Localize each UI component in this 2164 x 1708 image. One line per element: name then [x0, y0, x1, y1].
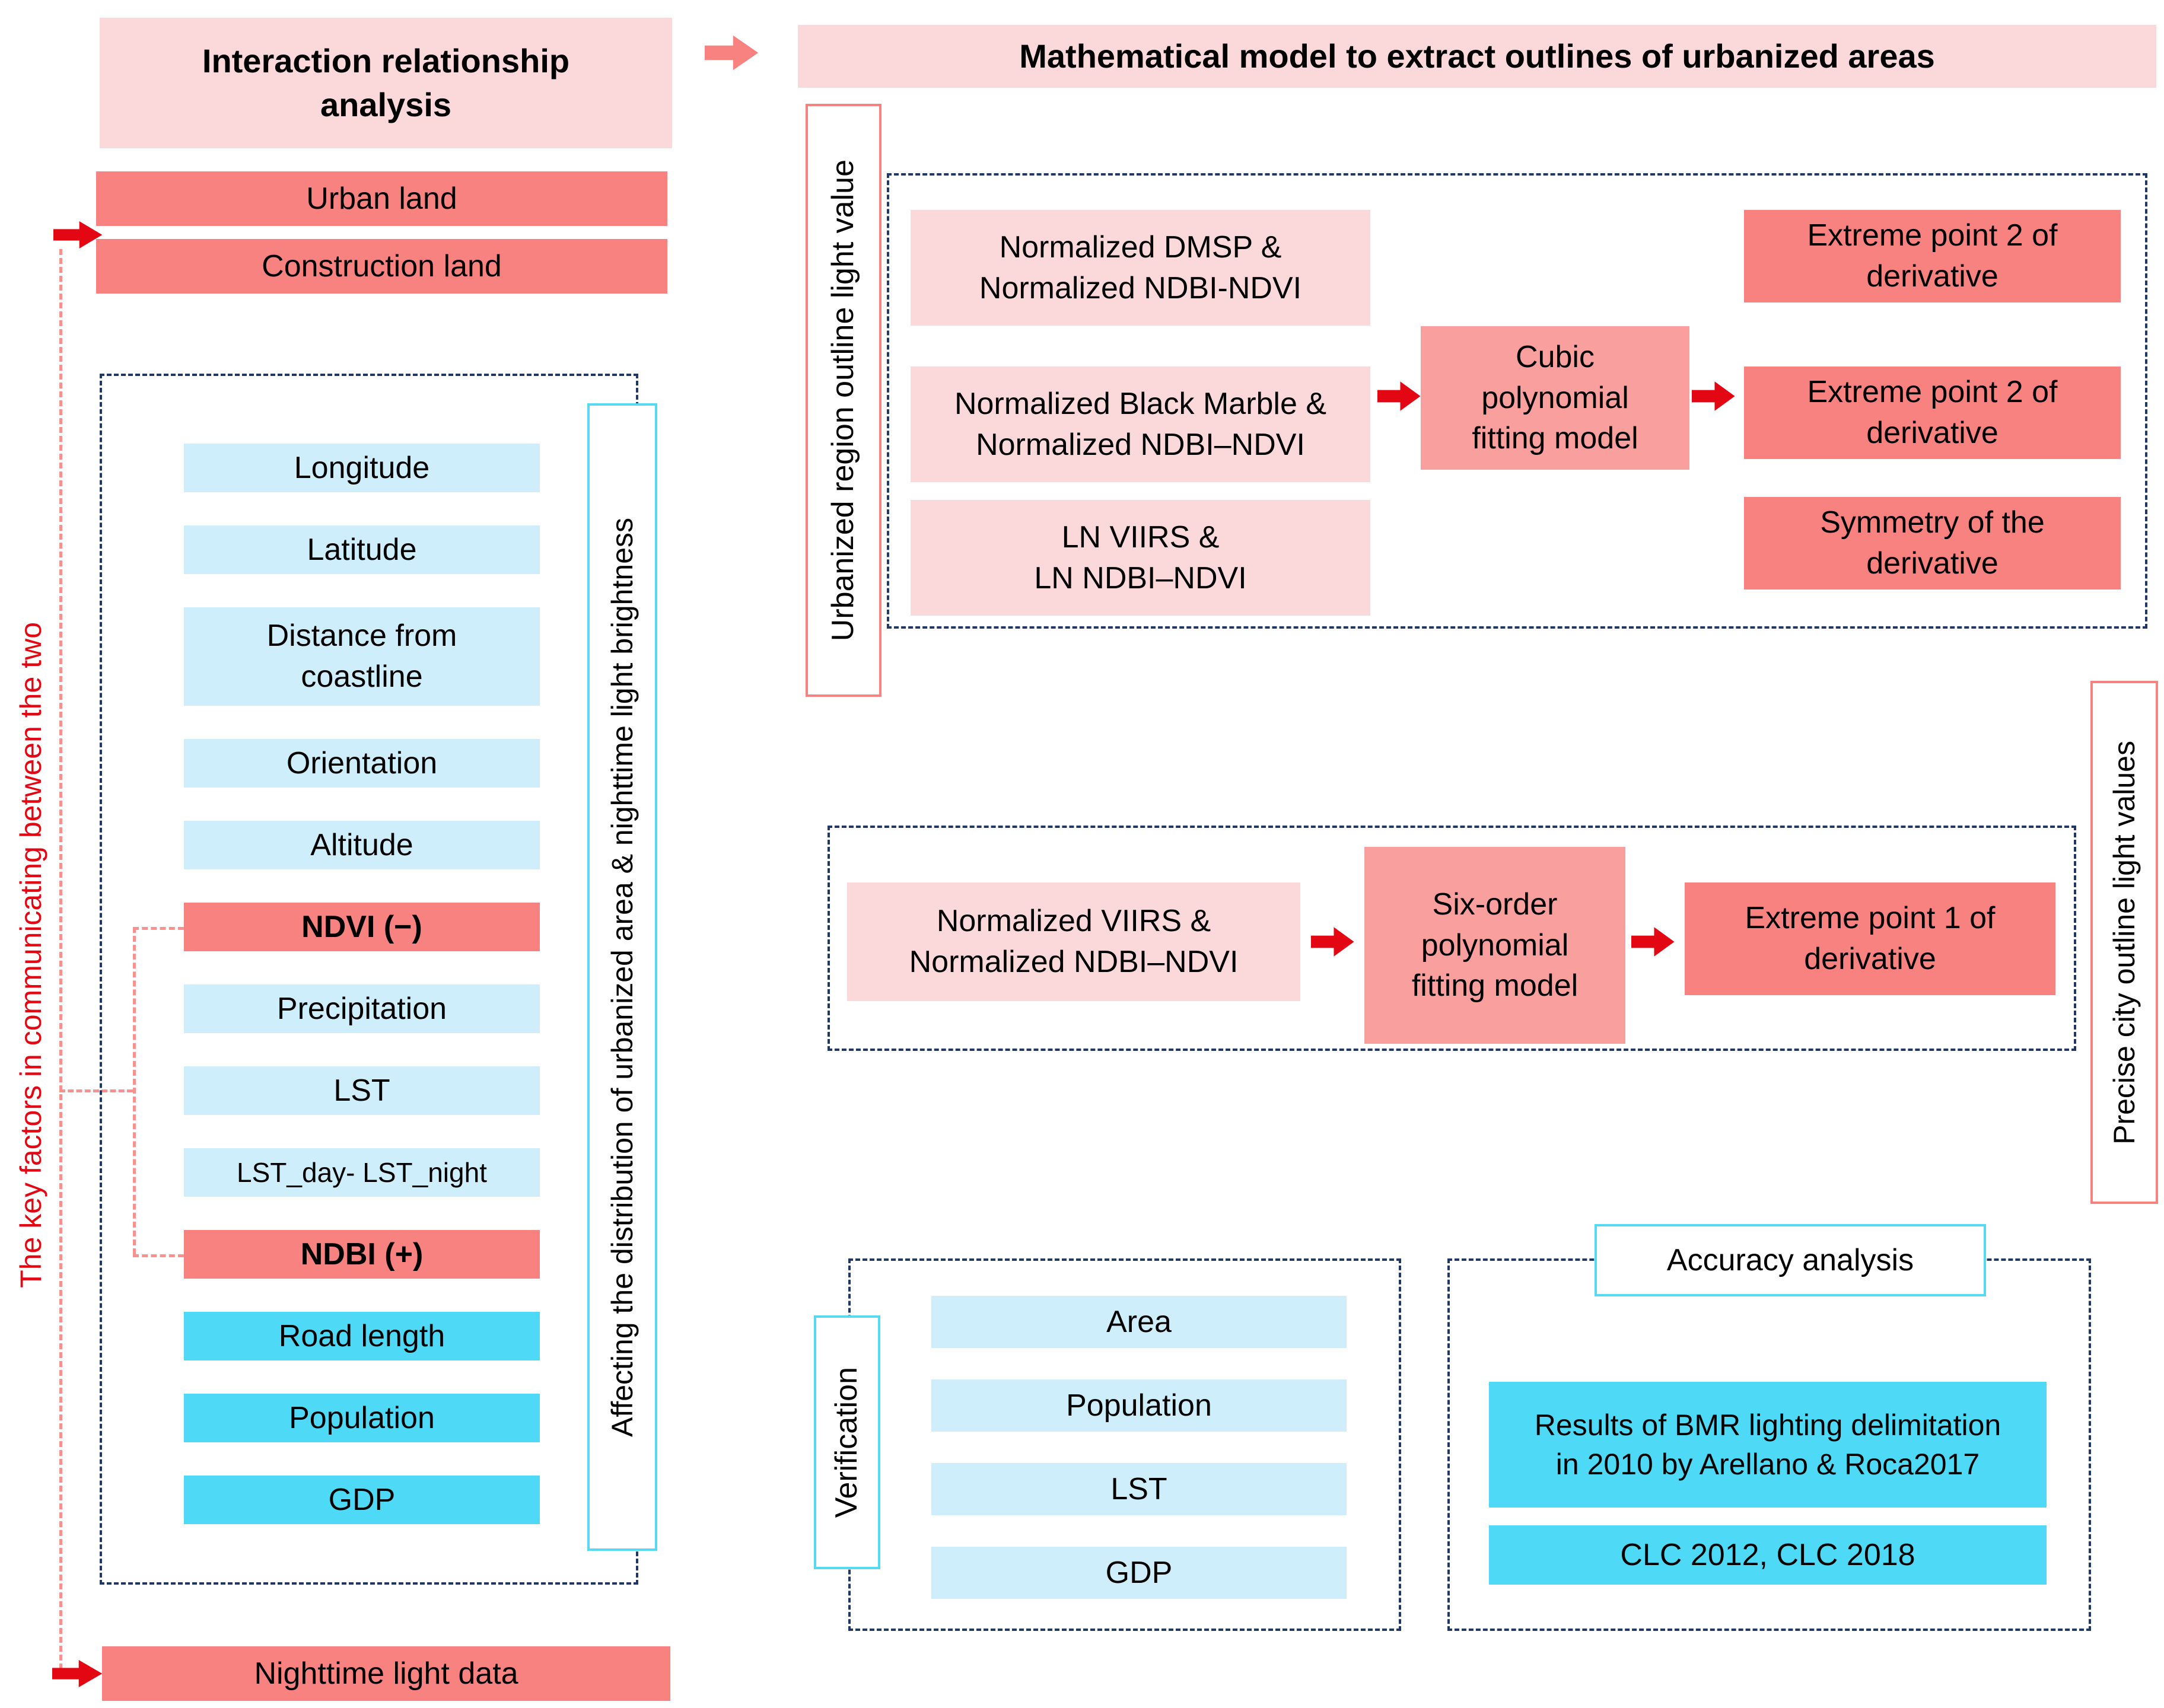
- factor-precipitation: Precipitation: [184, 984, 540, 1033]
- verification-area-box: Area: [931, 1296, 1347, 1348]
- input-black-marble-box: Normalized Black Marble & Normalized NDB…: [911, 367, 1370, 482]
- verification-gdp-box: GDP: [931, 1547, 1347, 1599]
- factor-longitude: Longitude: [184, 444, 540, 492]
- ndvi-bracket-horizontal: [133, 927, 184, 930]
- urban-land-box: Urban land: [96, 171, 667, 226]
- precise-model-dashed-frame: [828, 826, 2076, 1051]
- factor-gdp: GDP: [184, 1476, 540, 1524]
- factor-altitude: Altitude: [184, 821, 540, 869]
- sixorder-input-arrow-icon: [1311, 925, 1355, 958]
- input-dmsp-box: Normalized DMSP & Normalized NDBI-NDVI: [911, 210, 1370, 326]
- accuracy-bmr-box: Results of BMR lighting delimitation in …: [1489, 1382, 2047, 1508]
- verification-lst-box: LST: [931, 1463, 1347, 1515]
- input-viirs-box: Normalized VIIRS & Normalized NDBI–NDVI: [847, 882, 1300, 1001]
- verification-population-box: Population: [931, 1379, 1347, 1432]
- key-factors-label: The key factors in communicating between…: [3, 534, 59, 1376]
- ndvi-ndbi-bracket-vertical: [133, 927, 136, 1254]
- nighttime-light-data-box: Nighttime light data: [102, 1646, 670, 1701]
- precise-city-text: Precise city outline light values: [2107, 740, 2141, 1145]
- factor-latitude: Latitude: [184, 525, 540, 574]
- interaction-arrow-icon: [53, 219, 103, 250]
- factor-lst-day-night: LST_day- LST_night: [184, 1148, 540, 1197]
- affecting-distribution-text: Affecting the distribution of urbanized …: [605, 517, 639, 1437]
- output-extreme2-a-box: Extreme point 2 of derivative: [1744, 210, 2121, 302]
- ndbi-bracket-horizontal: [133, 1254, 184, 1257]
- construction-land-box: Construction land: [96, 239, 667, 294]
- cubic-output-arrow-icon: [1692, 380, 1736, 413]
- cubic-input-arrow-icon: [1377, 380, 1421, 413]
- cubic-model-box: Cubic polynomial fitting model: [1421, 326, 1689, 470]
- outline-model-dashed-frame: [887, 173, 2147, 629]
- verification-text: Verification: [829, 1366, 864, 1518]
- nighttime-arrow-icon: [52, 1658, 103, 1689]
- accuracy-analysis-label: Accuracy analysis: [1595, 1224, 1986, 1296]
- accuracy-clc-box: CLC 2012, CLC 2018: [1489, 1525, 2047, 1585]
- factor-population: Population: [184, 1394, 540, 1442]
- factor-road-length: Road length: [184, 1312, 540, 1360]
- factor-ndvi: NDVI (−): [184, 903, 540, 951]
- output-symmetry-box: Symmetry of the derivative: [1744, 497, 2121, 589]
- sixorder-model-box: Six-order polynomial fitting model: [1364, 847, 1625, 1044]
- affecting-distribution-label: Affecting the distribution of urbanized …: [587, 403, 657, 1551]
- key-factors-text: The key factors in communicating between…: [14, 622, 47, 1288]
- factor-ndbi: NDBI (+): [184, 1230, 540, 1279]
- factor-orientation: Orientation: [184, 739, 540, 788]
- precise-city-label: Precise city outline light values: [2090, 681, 2158, 1204]
- sixorder-output-arrow-icon: [1631, 925, 1675, 958]
- factor-lst: LST: [184, 1066, 540, 1115]
- accuracy-analysis-text: Accuracy analysis: [1666, 1243, 1914, 1277]
- interaction-analysis-header: Interaction relationship analysis: [100, 18, 672, 148]
- output-extreme2-b-box: Extreme point 2 of derivative: [1744, 367, 2121, 459]
- math-model-header: Mathematical model to extract outlines o…: [798, 25, 2156, 88]
- key-factors-vertical-connector: [59, 249, 62, 1669]
- urbanized-region-label: Urbanized region outline light value: [806, 104, 881, 697]
- key-factors-branch-connector: [59, 1089, 133, 1092]
- verification-label: Verification: [814, 1315, 880, 1569]
- section-link-arrow-icon: [705, 33, 759, 72]
- input-ln-viirs-box: LN VIIRS & LN NDBI–NDVI: [911, 500, 1370, 616]
- factor-distance-coastline: Distance from coastline: [184, 607, 540, 706]
- urbanized-region-text: Urbanized region outline light value: [826, 159, 861, 642]
- output-extreme1-box: Extreme point 1 of derivative: [1685, 882, 2055, 995]
